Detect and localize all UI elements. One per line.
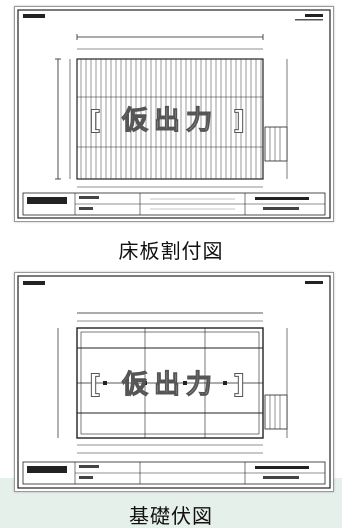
floor-layout-caption: 床板割付図	[118, 239, 224, 263]
foundation-plan-caption: 基礎伏図	[129, 504, 213, 528]
foundation-plan-drawing: [ 仮出力 ]	[17, 275, 331, 489]
drawing-sheet-floor-layout: [ 仮出力 ]	[14, 6, 334, 222]
floor-layout-drawing: [ 仮出力 ]	[17, 9, 331, 219]
provisional-output-stamp: [ 仮出力 ]	[89, 106, 251, 136]
provisional-output-stamp: [ 仮出力 ]	[89, 370, 251, 400]
drawing-sheet-foundation-plan: [ 仮出力 ]	[14, 272, 334, 492]
